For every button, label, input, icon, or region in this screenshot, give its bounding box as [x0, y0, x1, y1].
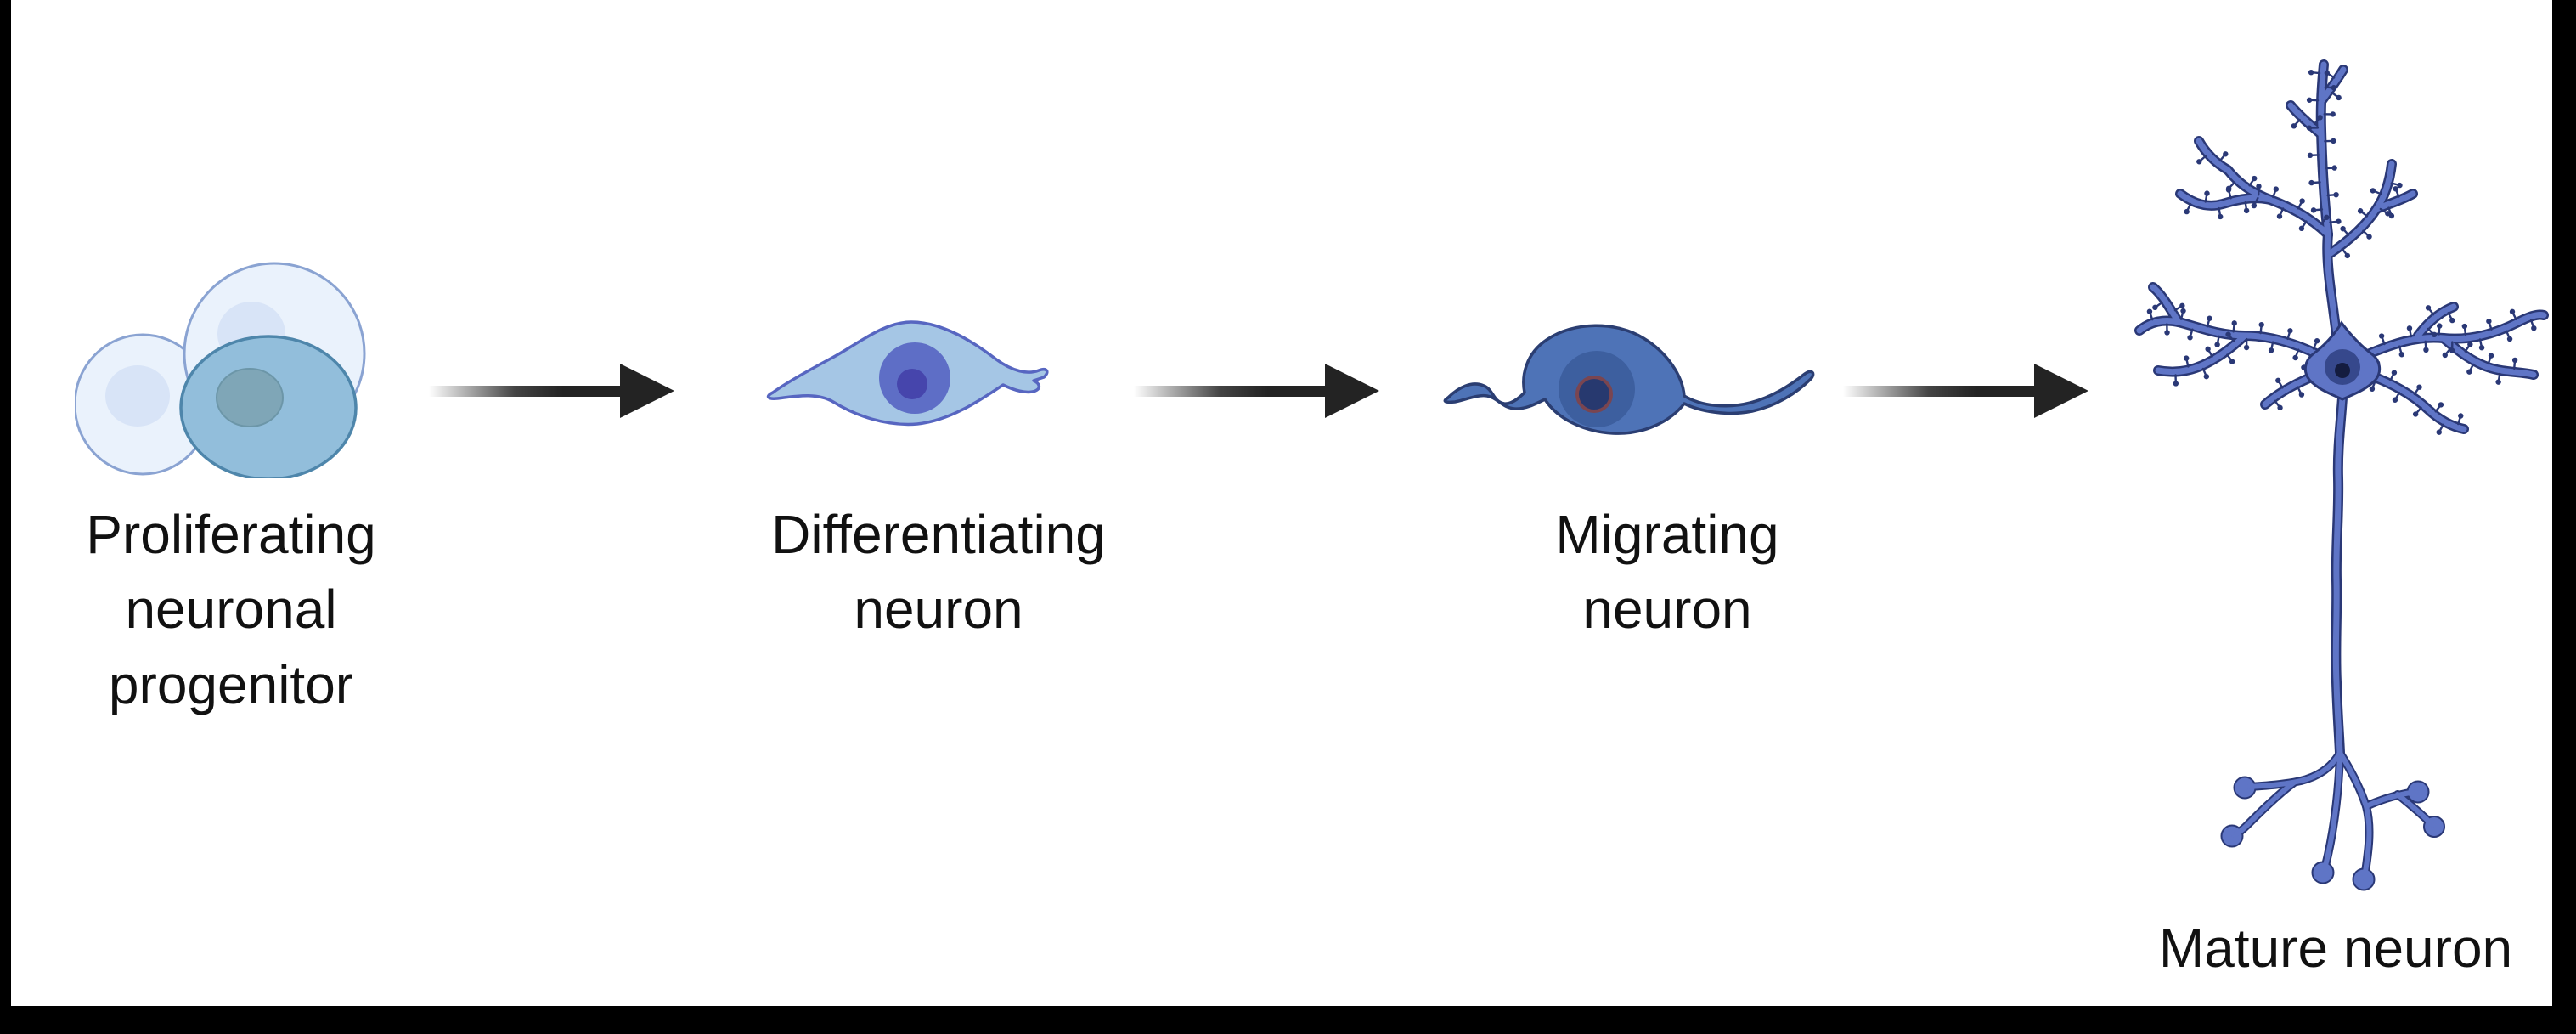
label-line: Mature neuron [2158, 918, 2513, 979]
stage-label-differentiating: Differentiating neuron [726, 497, 1151, 647]
stage-label-proliferating: Proliferating neuronal progenitor [19, 497, 443, 722]
label-line: neuron [1582, 579, 1752, 641]
mature-neuron-icon [2134, 59, 2549, 891]
proliferating-progenitor-cells-icon [75, 262, 366, 478]
label-line: Differentiating [771, 504, 1106, 565]
arrow-head [2034, 364, 2088, 418]
flow-arrow-3 [1843, 364, 2088, 418]
arrow-head [620, 364, 674, 418]
arrow-head [1325, 364, 1379, 418]
label-line: Proliferating [86, 504, 376, 565]
differentiating-neuron-icon [766, 320, 1049, 427]
stage-label-mature: Mature neuron [2123, 911, 2548, 986]
arrow-shaft [429, 385, 620, 397]
arrow-shaft [1134, 385, 1325, 397]
mature-neuron-axon [2220, 393, 2445, 891]
stage-label-migrating: Migrating neuron [1455, 497, 1880, 647]
flow-arrow-2 [1134, 364, 1379, 418]
label-line: progenitor [108, 653, 354, 715]
arrow-shaft [1843, 385, 2034, 397]
mature-neuron-soma [2303, 320, 2382, 401]
label-line: neuron [854, 579, 1023, 641]
diagram-canvas: Proliferating neuronal progenitor Differ… [11, 0, 2552, 1006]
label-line: neuronal [125, 579, 337, 641]
migrating-neuron-icon [1443, 324, 1815, 435]
label-line: Migrating [1555, 504, 1779, 565]
flow-arrow-1 [429, 364, 674, 418]
